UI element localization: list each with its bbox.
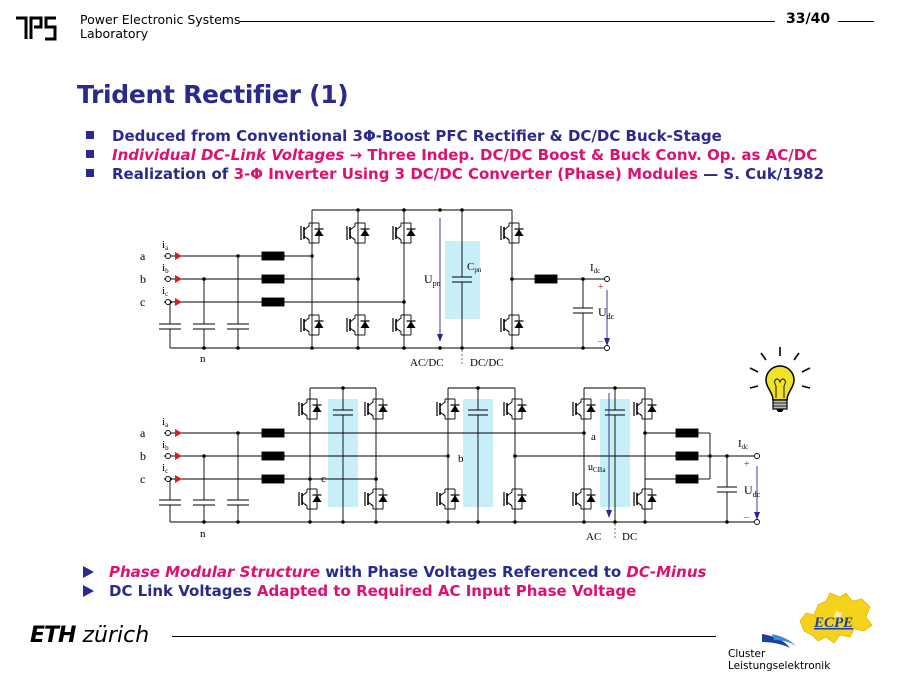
bullet-square-icon bbox=[86, 169, 94, 177]
c1-upn: U bbox=[424, 272, 433, 286]
pes-logo bbox=[16, 16, 57, 41]
c1-phase-a: a bbox=[140, 249, 146, 263]
bottom-bullet-2: DC Link Voltages Adapted to Required AC … bbox=[83, 582, 636, 600]
ecpe-europe-map-icon: ECPE bbox=[799, 592, 873, 644]
c2-plus: + bbox=[744, 459, 750, 470]
c2-minus: – bbox=[743, 512, 750, 523]
ecpe-text: ECPE bbox=[813, 615, 853, 631]
c2-current-b: i bbox=[162, 439, 165, 451]
bullet-2: Individual DC-Link Voltages → Three Inde… bbox=[86, 146, 817, 164]
c1-current-a: i bbox=[162, 239, 165, 251]
bullet-square-icon bbox=[86, 131, 94, 139]
svg-text:ib: ib bbox=[162, 262, 169, 275]
bullet-text-segment: DC Link Voltages bbox=[109, 582, 257, 600]
svg-text:ia: ia bbox=[162, 416, 169, 429]
lab-name-line2: Laboratory bbox=[80, 26, 149, 41]
c2-idc: I bbox=[738, 438, 742, 450]
svg-text:Udc: Udc bbox=[744, 483, 761, 499]
svg-text:ib: ib bbox=[162, 439, 169, 452]
c2-dc: DC bbox=[622, 531, 637, 543]
c1-phase-c: c bbox=[140, 295, 145, 309]
circuit-2 bbox=[159, 387, 760, 540]
c2-node-a: a bbox=[591, 431, 596, 443]
circuit-1 bbox=[159, 209, 610, 366]
circuit-1-switches bbox=[165, 208, 610, 351]
bullet-square-icon bbox=[86, 150, 94, 158]
svg-text:Udc: Udc bbox=[598, 305, 615, 321]
bottom-bullet-1: Phase Modular Structure with Phase Volta… bbox=[83, 563, 706, 581]
c2-phase-c: c bbox=[140, 472, 145, 486]
bullet-text-segment: → bbox=[344, 146, 368, 164]
eth-logo: ETH zürich bbox=[30, 623, 150, 648]
svg-text:ic: ic bbox=[162, 285, 168, 298]
c1-udc: U bbox=[598, 305, 607, 319]
c2-node-c: c bbox=[321, 473, 326, 485]
lab-name-line1: Power Electronic Systems bbox=[80, 12, 241, 27]
svg-text:uCBa: uCBa bbox=[588, 462, 606, 474]
bullet-text-segment: Three Indep. DC/DC Boost & Buck Conv. Op… bbox=[367, 146, 818, 164]
bullet-text-segment: Individual DC-Link Voltages bbox=[112, 146, 345, 164]
svg-text:Idc: Idc bbox=[738, 438, 748, 451]
lab-name: Power Electronic Systems Laboratory bbox=[80, 13, 240, 41]
svg-text:Upn: Upn bbox=[424, 272, 441, 288]
c1-plus: + bbox=[598, 282, 604, 293]
bullet-1: Deduced from Conventional 3Φ-Boost PFC R… bbox=[86, 127, 722, 145]
c1-phase-b: b bbox=[140, 272, 146, 286]
bullet-triangle-icon bbox=[83, 566, 94, 578]
svg-text:Cpn: Cpn bbox=[467, 261, 482, 274]
c1-minus: – bbox=[597, 336, 604, 347]
c2-neutral: n bbox=[200, 528, 206, 540]
footer-rule bbox=[172, 636, 716, 637]
bullet-text-segment: DC-Minus bbox=[626, 563, 707, 581]
svg-text:ic: ic bbox=[162, 462, 168, 475]
bullet-text-segment: Phase Modular Structure bbox=[109, 563, 321, 581]
svg-text:ia: ia bbox=[162, 239, 169, 252]
c2-current-c: i bbox=[162, 462, 165, 474]
c2-current-a: i bbox=[162, 416, 165, 428]
svg-text:Idc: Idc bbox=[590, 262, 600, 275]
bullet-3: Realization of 3-Φ Inverter Using 3 DC/D… bbox=[86, 165, 824, 183]
bullet-triangle-icon bbox=[83, 585, 94, 597]
bullet-text-segment: Adapted to Required AC Input Phase Volta… bbox=[256, 582, 637, 600]
bullet-text-segment: 3-Φ Inverter Using 3 DC/DC Converter (Ph… bbox=[233, 165, 698, 183]
bullet-text-segment: — S. Cuk/1982 bbox=[697, 165, 825, 183]
c1-dcdc: DC/DC bbox=[470, 357, 504, 369]
c1-neutral: n bbox=[200, 353, 206, 365]
c1-acdc: AC/DC bbox=[410, 357, 444, 369]
c1-cpn: C bbox=[467, 261, 474, 273]
slide-title: Trident Rectifier (1) bbox=[77, 80, 349, 109]
c2-phase-a: a bbox=[140, 426, 146, 440]
circuit-2-switches bbox=[165, 386, 760, 525]
c1-idc: I bbox=[590, 262, 594, 274]
header-rule bbox=[240, 21, 775, 22]
c1-current-c: i bbox=[162, 285, 165, 297]
bullet-text-segment: Realization of bbox=[112, 165, 234, 183]
cluster-swoosh-icon bbox=[762, 634, 796, 648]
c2-udc: U bbox=[744, 483, 753, 497]
c1-current-b: i bbox=[162, 262, 165, 274]
c2-node-b: b bbox=[458, 453, 464, 465]
c2-ucba: u bbox=[588, 462, 593, 473]
bullet-text-segment: with Phase Voltages Referenced to bbox=[320, 563, 627, 581]
c2-ac: AC bbox=[586, 531, 601, 543]
bullet-text-segment: Deduced from Conventional 3Φ-Boost PFC R… bbox=[112, 127, 722, 145]
cluster-label: Cluster Leistungselektronik bbox=[728, 648, 831, 672]
lightbulb-icon bbox=[749, 347, 811, 412]
header-rule-right bbox=[838, 21, 874, 22]
page-number: 33/40 bbox=[786, 11, 831, 27]
c2-phase-b: b bbox=[140, 449, 146, 463]
